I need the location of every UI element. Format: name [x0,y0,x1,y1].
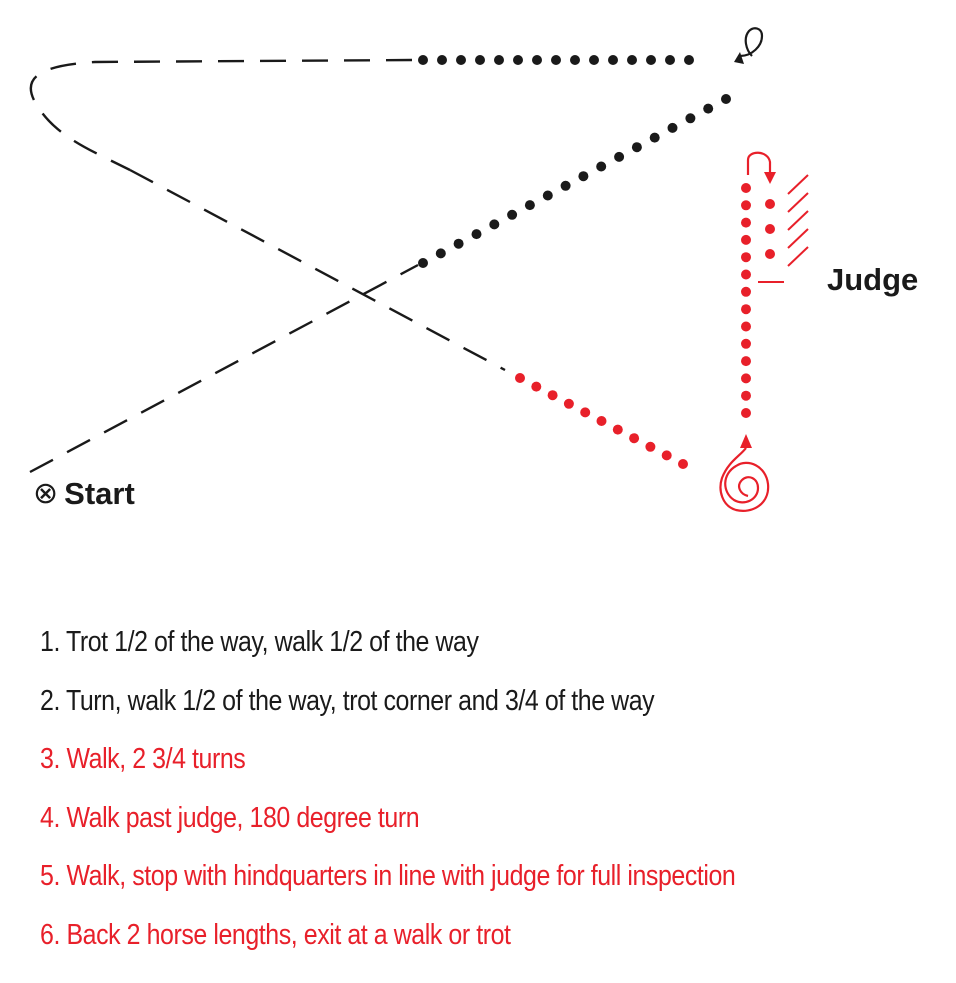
red-dot [741,269,751,280]
red-dot [741,408,751,418]
black-dot [608,55,618,65]
red-dot [661,450,672,461]
black-dot [631,142,642,153]
black-dot [570,55,580,65]
black-dot [418,55,428,65]
black-dot [646,55,656,65]
black-dot [489,219,500,230]
dotted-path-top [418,55,694,65]
red-dot [741,252,751,263]
black-dot [667,122,678,133]
black-dot [649,132,660,143]
black-dot [685,113,696,124]
red-dot [765,224,775,234]
black-dot [589,55,599,65]
red-dot [741,286,751,297]
red-dot [580,407,591,418]
black-dot [596,161,607,172]
judge-label: Judge [827,262,919,297]
black-dot [418,258,428,268]
black-dot [614,151,625,162]
loop-arrow-head-icon [734,52,744,64]
instruction-item: 2. Turn, walk 1/2 of the way, trot corne… [40,684,655,717]
start-marker-icon: ⊗ [33,477,59,510]
red-dotted-vertical-right [765,199,775,259]
black-dot [578,171,589,182]
loop-turn-icon [739,27,764,58]
black-dot [437,55,447,65]
red-dot [765,199,775,209]
red-dot [741,200,751,211]
red-dot [645,441,656,452]
black-dot [542,190,553,201]
red-dot [741,183,751,193]
pattern-diagram [29,27,809,512]
red-dot [515,373,525,383]
red-dot [741,304,751,315]
red-dot [741,217,751,228]
red-dot [741,390,751,401]
black-dot [703,103,714,114]
black-dot [627,55,637,65]
red-dot [678,459,688,469]
instruction-item: 5. Walk, stop with hindquarters in line … [40,860,736,893]
start-text: Start [64,476,135,511]
red-dotted-vertical-left [741,183,751,418]
red-dot [531,381,542,392]
spiral-turn-icon [719,447,770,512]
red-180-turn-icon [746,151,772,175]
black-dot [435,248,446,259]
red-dot [765,249,775,259]
red-turn-arrow-head-icon [764,172,776,184]
black-dot [513,55,523,65]
black-dot [551,55,561,65]
red-dot [547,390,558,401]
black-dot [507,209,518,220]
black-dot [524,200,535,211]
red-dot [612,424,623,435]
black-dot [494,55,504,65]
instruction-item: 3. Walk, 2 3/4 turns [40,743,246,776]
red-dot [741,234,751,245]
red-dot [563,398,574,409]
black-dot [721,94,731,104]
black-dot [453,238,464,249]
red-dot [596,416,607,426]
red-dotted-diagonal [515,373,688,469]
black-dot [475,55,485,65]
dotted-path-diagonal [418,94,731,268]
instruction-item: 6. Back 2 horse lengths, exit at a walk … [40,918,511,951]
spiral-arrow-head-icon [740,434,752,448]
red-dot [741,373,751,384]
instruction-item: 4. Walk past judge, 180 degree turn [40,801,420,834]
dashed-path-top-curve [29,58,413,172]
black-dot [471,229,482,240]
red-dot [741,356,751,367]
dashed-path-diagonal [129,168,506,372]
red-dot [629,433,640,444]
dashed-path-start [29,263,419,474]
red-dot [741,321,751,332]
instruction-list: 1. Trot 1/2 of the way, walk 1/2 of the … [40,622,849,974]
judge-hatch-icon [758,174,809,283]
start-label: ⊗ Start [33,476,135,512]
black-dot [456,55,466,65]
black-dot [560,180,571,191]
instruction-item: 1. Trot 1/2 of the way, walk 1/2 of the … [40,626,479,658]
black-dot [684,55,694,65]
black-dot [532,55,542,65]
black-dot [665,55,675,65]
red-dot [741,338,751,349]
